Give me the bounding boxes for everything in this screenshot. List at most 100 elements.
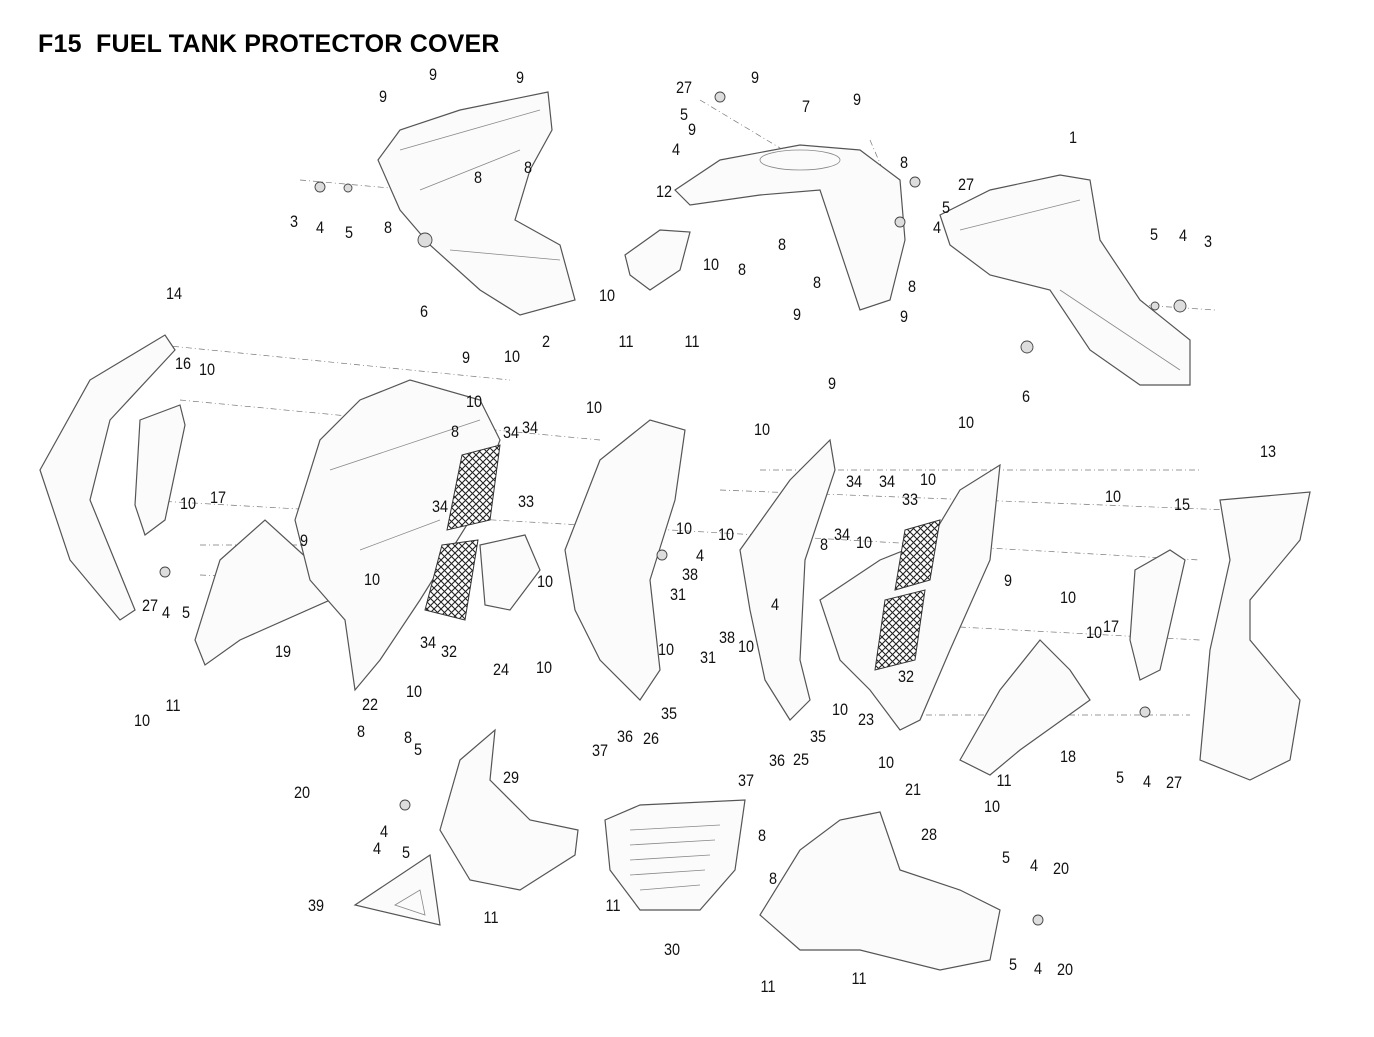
callout-part-36: 36 xyxy=(768,751,786,770)
part-16-trim xyxy=(134,404,186,536)
part-28-lower-cover xyxy=(759,811,1001,971)
callout-part-9: 9 xyxy=(827,374,837,393)
callout-part-19: 19 xyxy=(274,642,292,661)
callout-part-10: 10 xyxy=(585,398,603,417)
callout-part-38: 38 xyxy=(681,565,699,584)
callout-part-9: 9 xyxy=(792,305,802,324)
callout-part-8: 8 xyxy=(907,277,917,296)
callout-part-10: 10 xyxy=(179,494,197,513)
callout-part-4: 4 xyxy=(932,218,942,237)
callout-part-4: 4 xyxy=(1178,226,1188,245)
callout-part-8: 8 xyxy=(523,158,533,177)
callout-part-6: 6 xyxy=(419,302,429,321)
callout-part-10: 10 xyxy=(465,392,483,411)
callout-part-6: 6 xyxy=(1021,387,1031,406)
callout-part-18: 18 xyxy=(1059,747,1077,766)
part-7-tank-frame xyxy=(674,144,906,311)
callout-part-11: 11 xyxy=(618,332,634,351)
callout-part-10: 10 xyxy=(198,360,216,379)
callout-part-5: 5 xyxy=(1115,768,1125,787)
part-30-lower-grille xyxy=(604,799,746,911)
part-24-panel xyxy=(479,534,541,611)
callout-part-27: 27 xyxy=(675,78,693,97)
callout-part-9: 9 xyxy=(852,90,862,109)
part-2-cover xyxy=(377,91,576,316)
part-32-mesh xyxy=(424,539,479,621)
callout-part-8: 8 xyxy=(899,153,909,172)
part-33-mesh xyxy=(446,444,501,531)
callout-part-21: 21 xyxy=(904,780,922,799)
callout-part-11: 11 xyxy=(851,969,867,988)
callout-part-10: 10 xyxy=(702,255,720,274)
callout-part-4: 4 xyxy=(671,140,681,159)
callout-part-10: 10 xyxy=(133,711,151,730)
callout-part-20: 20 xyxy=(293,783,311,802)
fasteners xyxy=(159,91,1187,926)
callout-part-5: 5 xyxy=(181,603,191,622)
callout-part-16: 16 xyxy=(174,354,192,373)
callout-part-15: 15 xyxy=(1173,495,1191,514)
callout-part-32: 32 xyxy=(440,642,458,661)
callout-part-8: 8 xyxy=(812,273,822,292)
callout-part-9: 9 xyxy=(687,120,697,139)
callout-part-8: 8 xyxy=(819,535,829,554)
callout-part-17: 17 xyxy=(1102,617,1120,636)
callout-part-13: 13 xyxy=(1259,442,1277,461)
callout-part-30: 30 xyxy=(663,940,681,959)
callout-part-20: 20 xyxy=(1056,960,1074,979)
callout-part-5: 5 xyxy=(1008,955,1018,974)
callout-part-10: 10 xyxy=(877,753,895,772)
callout-part-4: 4 xyxy=(1142,772,1152,791)
callout-part-34: 34 xyxy=(419,633,437,652)
callout-part-10: 10 xyxy=(737,637,755,656)
callout-part-34: 34 xyxy=(833,525,851,544)
part-32-mesh-right xyxy=(874,589,926,671)
callout-part-39: 39 xyxy=(307,896,325,915)
callout-part-35: 35 xyxy=(660,704,678,723)
diagram-title: F15 FUEL TANK PROTECTOR COVER xyxy=(38,30,500,58)
callout-part-10: 10 xyxy=(536,572,554,591)
callout-part-14: 14 xyxy=(165,284,183,303)
callout-part-10: 10 xyxy=(983,797,1001,816)
callout-part-4: 4 xyxy=(695,546,705,565)
callout-part-35: 35 xyxy=(809,727,827,746)
callout-part-9: 9 xyxy=(378,87,388,106)
callout-part-10: 10 xyxy=(717,525,735,544)
callout-part-10: 10 xyxy=(831,700,849,719)
callout-part-29: 29 xyxy=(502,768,520,787)
callout-part-8: 8 xyxy=(757,826,767,845)
callout-part-8: 8 xyxy=(473,168,483,187)
part-1-cover xyxy=(939,174,1191,386)
callout-part-24: 24 xyxy=(492,660,510,679)
callout-part-10: 10 xyxy=(405,682,423,701)
callout-part-17: 17 xyxy=(209,488,227,507)
callout-part-5: 5 xyxy=(1149,225,1159,244)
callout-part-10: 10 xyxy=(919,470,937,489)
callout-part-28: 28 xyxy=(920,825,938,844)
callout-part-34: 34 xyxy=(845,472,863,491)
callout-part-4: 4 xyxy=(770,595,780,614)
callout-part-23: 23 xyxy=(857,710,875,729)
callout-part-4: 4 xyxy=(1029,856,1039,875)
callout-part-11: 11 xyxy=(684,332,700,351)
part-18-panel xyxy=(959,639,1091,776)
callout-part-9: 9 xyxy=(750,68,760,87)
callout-part-1: 1 xyxy=(1068,128,1078,147)
callout-part-3: 3 xyxy=(1203,232,1213,251)
callout-part-31: 31 xyxy=(699,648,717,667)
callout-part-3: 3 xyxy=(289,212,299,231)
callout-part-9: 9 xyxy=(461,348,471,367)
callout-part-5: 5 xyxy=(401,843,411,862)
part-13-side-panel xyxy=(1199,491,1311,781)
callout-part-10: 10 xyxy=(535,658,553,677)
callout-part-34: 34 xyxy=(431,497,449,516)
callout-part-8: 8 xyxy=(737,260,747,279)
callout-part-7: 7 xyxy=(801,97,811,116)
callout-part-8: 8 xyxy=(356,722,366,741)
part-14-side-panel xyxy=(39,334,176,621)
callout-part-10: 10 xyxy=(855,533,873,552)
callout-part-9: 9 xyxy=(299,531,309,550)
callout-part-34: 34 xyxy=(878,472,896,491)
callout-part-10: 10 xyxy=(675,519,693,538)
